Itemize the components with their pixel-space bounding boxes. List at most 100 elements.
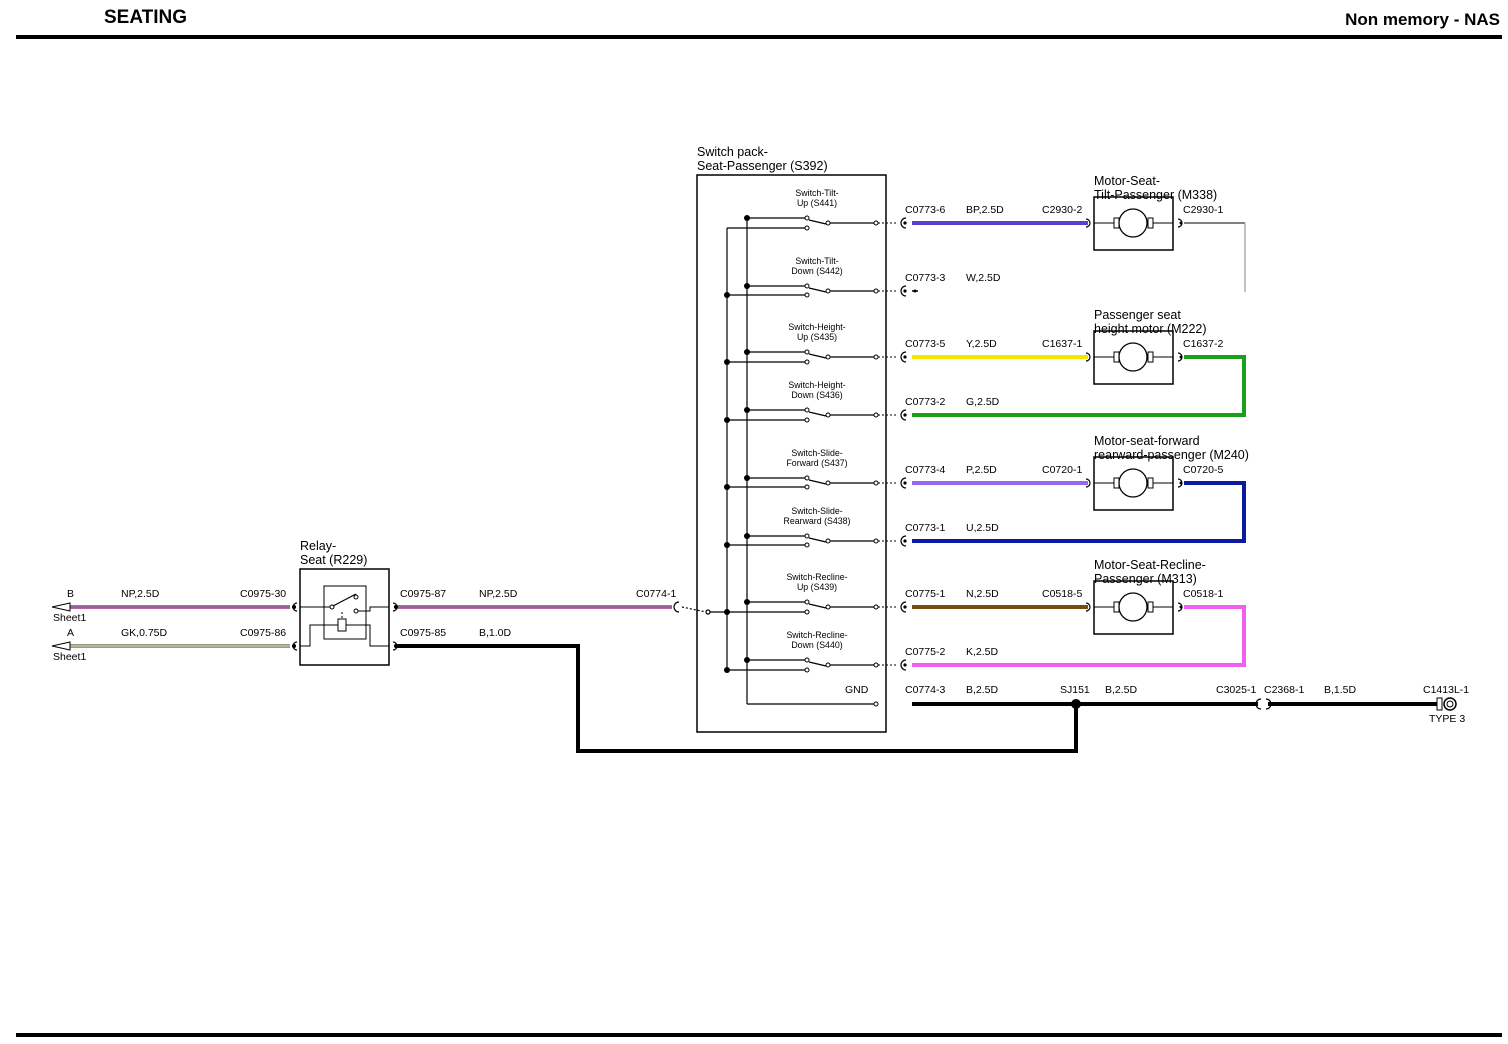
junction-dot — [724, 359, 730, 365]
output-6: C0773-1 U,2.5D — [878, 522, 999, 547]
switch-label-2: Down (S436) — [791, 390, 842, 400]
switch-4: Switch-Height-Down (S436) — [724, 380, 879, 423]
motor-title-2: Tilt-Passenger (M338) — [1094, 188, 1217, 202]
motor-title-1: Motor-Seat-Recline- — [1094, 558, 1206, 572]
connector-socket — [900, 217, 907, 229]
switch-label-1: Switch-Height- — [788, 380, 845, 390]
switch-common — [825, 354, 831, 360]
switch-contact — [804, 225, 810, 231]
input-wires — [51, 602, 1078, 753]
ground-wire2-label: B,2.5D — [1105, 684, 1138, 696]
switch-label-1: Switch-Tilt- — [795, 188, 838, 198]
junction-dot — [724, 609, 730, 615]
motor-title-1: Motor-Seat- — [1094, 174, 1160, 188]
ground-wire — [912, 697, 1457, 711]
input-b-connector: C0975-30 — [240, 588, 286, 600]
switch-blade — [808, 603, 827, 609]
output-wire-label: BP,2.5D — [966, 204, 1004, 216]
junction-dot — [724, 484, 730, 490]
ground-conn-b: C2368-1 — [1264, 684, 1304, 696]
switch-blade — [808, 353, 827, 359]
motor-brush — [1113, 477, 1120, 489]
wire-end-connector: C0518-5 — [1042, 588, 1082, 600]
switch-contact — [804, 407, 810, 413]
switch-pack-title-1: Switch pack- — [697, 145, 768, 159]
connector-pin — [903, 481, 907, 485]
output-connector: C0773-4 — [905, 464, 945, 476]
connector-socket — [900, 351, 907, 363]
relay-out-87: C0975-87 — [400, 588, 446, 600]
junction-dot — [744, 533, 750, 539]
motor-in-socket — [1085, 602, 1091, 612]
switch-8: Switch-Recline-Down (S440) — [724, 630, 879, 673]
motor-brush — [1147, 351, 1154, 363]
junction-dot — [744, 283, 750, 289]
switch-contact — [804, 609, 810, 615]
motor-title-2: rearward-passenger (M240) — [1094, 448, 1249, 462]
relay-title-2: Seat (R229) — [300, 553, 367, 567]
switch-contact — [804, 283, 810, 289]
connector-pin — [903, 221, 907, 225]
switch-blade — [808, 219, 827, 225]
motor-1: Motor-Seat-Tilt-Passenger (M338)C2930-1 — [1093, 174, 1223, 251]
motor-in-socket — [1085, 352, 1091, 362]
motor-title-1: Passenger seat — [1094, 308, 1181, 322]
switch-common — [825, 220, 831, 226]
motor-brush — [1147, 477, 1154, 489]
input-a-connector: C0975-86 — [240, 627, 286, 639]
output-connector: C0773-1 — [905, 522, 945, 534]
switch-label-1: Switch-Tilt- — [795, 256, 838, 266]
junction-dot — [724, 667, 730, 673]
switch-label-2: Down (S442) — [791, 266, 842, 276]
switch-common — [825, 288, 831, 294]
switch-label-2: Rearward (S438) — [784, 516, 851, 526]
switch-blade — [808, 661, 827, 667]
motor-brush — [1147, 217, 1154, 229]
motor-icon — [1118, 342, 1148, 372]
gnd-terminal — [873, 701, 879, 707]
switch-pack-title-2: Seat-Passenger (S392) — [697, 159, 828, 173]
motor-out-pin — [1179, 221, 1183, 225]
output-wire-label: U,2.5D — [966, 522, 999, 534]
relay-symbol — [299, 568, 390, 666]
switch-contact — [804, 667, 810, 673]
output-connector: C0773-3 — [905, 272, 945, 284]
input-b-letter: B — [67, 588, 74, 600]
switch-rows: Switch-Tilt-Up (S441)Switch-Tilt-Down (S… — [724, 188, 879, 707]
switch-1: Switch-Tilt-Up (S441) — [727, 188, 879, 231]
ground-wire-label: B,2.5D — [966, 684, 999, 696]
motor-out-pin — [1179, 355, 1183, 359]
connector-socket — [900, 409, 907, 421]
switch-pack-box — [696, 174, 887, 733]
output-wire-label: W,2.5D — [966, 272, 1001, 284]
connector-socket — [900, 659, 907, 671]
connector-socket — [900, 285, 907, 297]
wire-end-connector: C1637-1 — [1042, 338, 1082, 350]
switch-contact — [804, 292, 810, 298]
ground-end-type: TYPE 3 — [1429, 713, 1465, 725]
motor-brush — [1113, 601, 1120, 613]
output-connector: C0773-6 — [905, 204, 945, 216]
switch-label-2: Up (S435) — [797, 332, 837, 342]
switch-contact — [804, 475, 810, 481]
relay-title-1: Relay- — [300, 539, 336, 553]
motor-4: Motor-Seat-Recline-Passenger (M313)C0518… — [1093, 558, 1223, 635]
switch-label-1: Switch-Recline- — [786, 572, 847, 582]
connector-pin — [903, 605, 907, 609]
motor-icon — [1118, 208, 1148, 238]
switch-contact — [804, 417, 810, 423]
page-title: SEATING — [104, 7, 187, 28]
ground-end: C1413L-1 — [1423, 684, 1469, 696]
connector-pin — [903, 663, 907, 667]
switch-2: Switch-Tilt-Down (S442) — [724, 256, 879, 298]
switch-blade — [808, 411, 827, 417]
motor-icon — [1118, 468, 1148, 498]
ground-wire3-label: B,1.5D — [1324, 684, 1357, 696]
output-wire-label: K,2.5D — [966, 646, 999, 658]
switch-label-2: Up (S441) — [797, 198, 837, 208]
